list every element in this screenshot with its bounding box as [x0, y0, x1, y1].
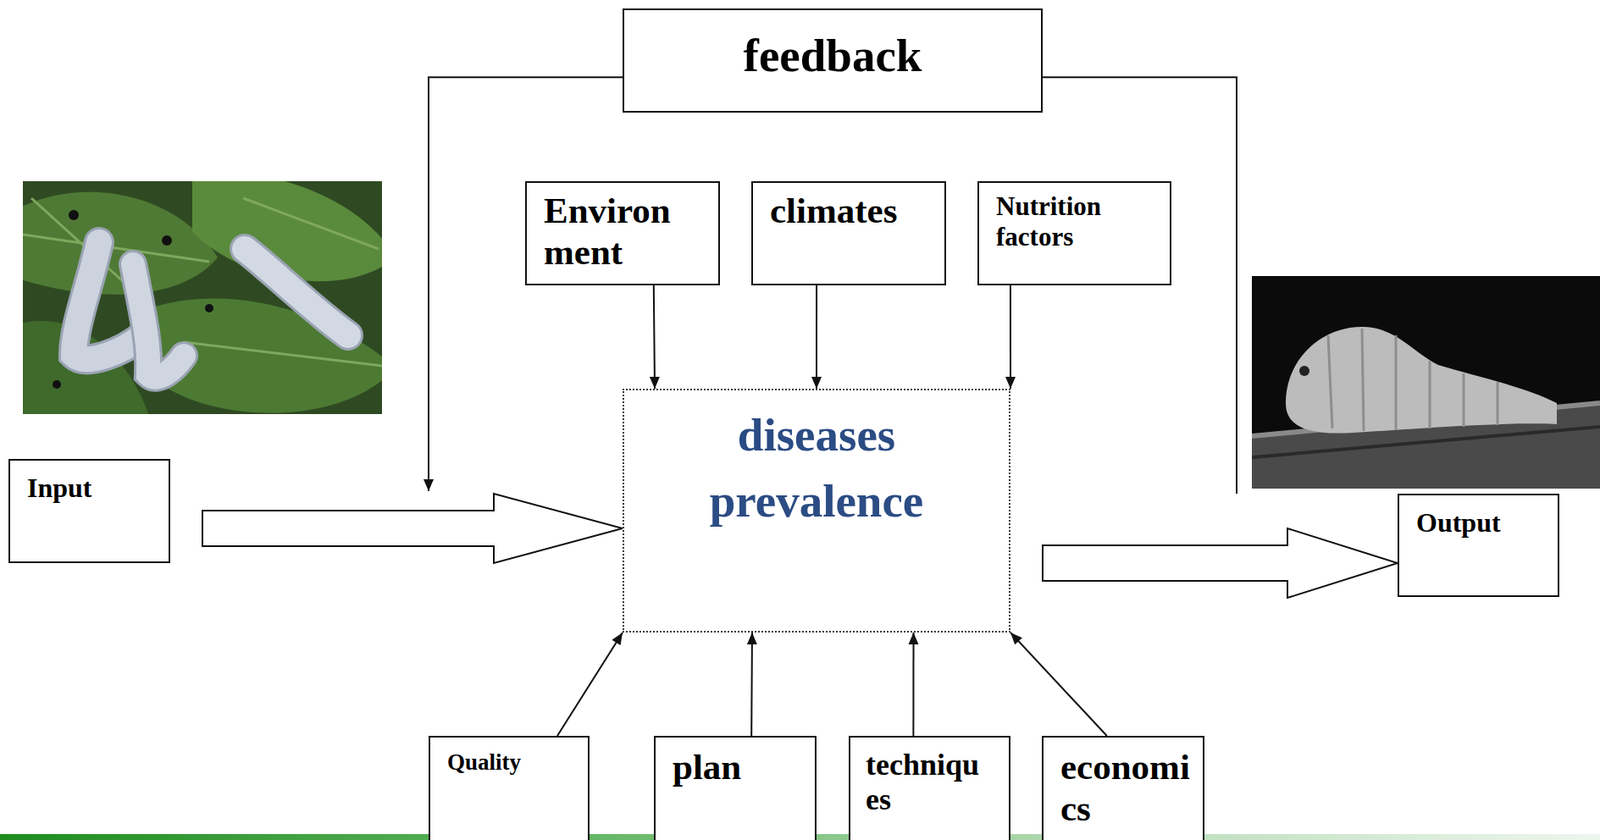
box-label: Environ ment [543, 189, 714, 274]
connector-line [815, 285, 818, 389]
hollow-arrow [1042, 528, 1398, 598]
box-label: Output [1416, 507, 1553, 539]
connector [557, 632, 623, 737]
arrow-head [423, 479, 434, 492]
box-label: climates [769, 189, 940, 232]
connector-line [750, 632, 753, 737]
feedback-box: feedback [622, 8, 1043, 113]
box-label: techniqu es [865, 747, 1004, 819]
connector [1010, 632, 1108, 737]
arrow-head [811, 376, 822, 389]
box-label: Nutrition factors [996, 191, 1165, 252]
connector [747, 632, 758, 737]
arrow-head [649, 376, 660, 389]
arrow-head [907, 632, 919, 645]
factor-box: Quality [428, 736, 590, 840]
connector-line [912, 632, 914, 737]
connector [649, 285, 660, 389]
connector [202, 493, 623, 564]
factor-box: climates [751, 181, 947, 286]
arrow-head [1005, 376, 1016, 389]
silkworm-photo [22, 181, 383, 415]
arrow-head [611, 632, 623, 646]
arrow-head [1010, 632, 1023, 645]
factor-box: Environ ment [525, 181, 720, 286]
factor-box: plan [653, 736, 817, 840]
box-label: plan [672, 746, 810, 788]
box-label: diseases prevalence [632, 402, 1001, 535]
box-label: Input [27, 472, 164, 504]
connector-line [653, 285, 655, 389]
connector-line [1010, 632, 1108, 737]
factor-box: economi cs [1041, 736, 1205, 840]
connector [1042, 77, 1237, 494]
box-label: feedback [632, 28, 1033, 83]
box-label: Quality [447, 749, 583, 776]
factor-box: techniqu es [848, 736, 1011, 840]
connector [1005, 285, 1016, 389]
mature-silkworm-photo [1251, 276, 1600, 489]
connector [811, 285, 822, 389]
output-box: Output [1397, 493, 1560, 598]
central-box: diseases prevalence [622, 388, 1011, 633]
input-box: Input [8, 459, 171, 564]
factor-box: Nutrition factors [977, 181, 1172, 286]
box-label: economi cs [1060, 746, 1198, 831]
connector-line [557, 632, 623, 737]
connector [907, 632, 919, 737]
connector [1042, 528, 1398, 598]
connector-line [1009, 285, 1012, 389]
connector-line [1042, 77, 1237, 494]
hollow-arrow [202, 493, 623, 564]
arrow-head [747, 632, 758, 645]
